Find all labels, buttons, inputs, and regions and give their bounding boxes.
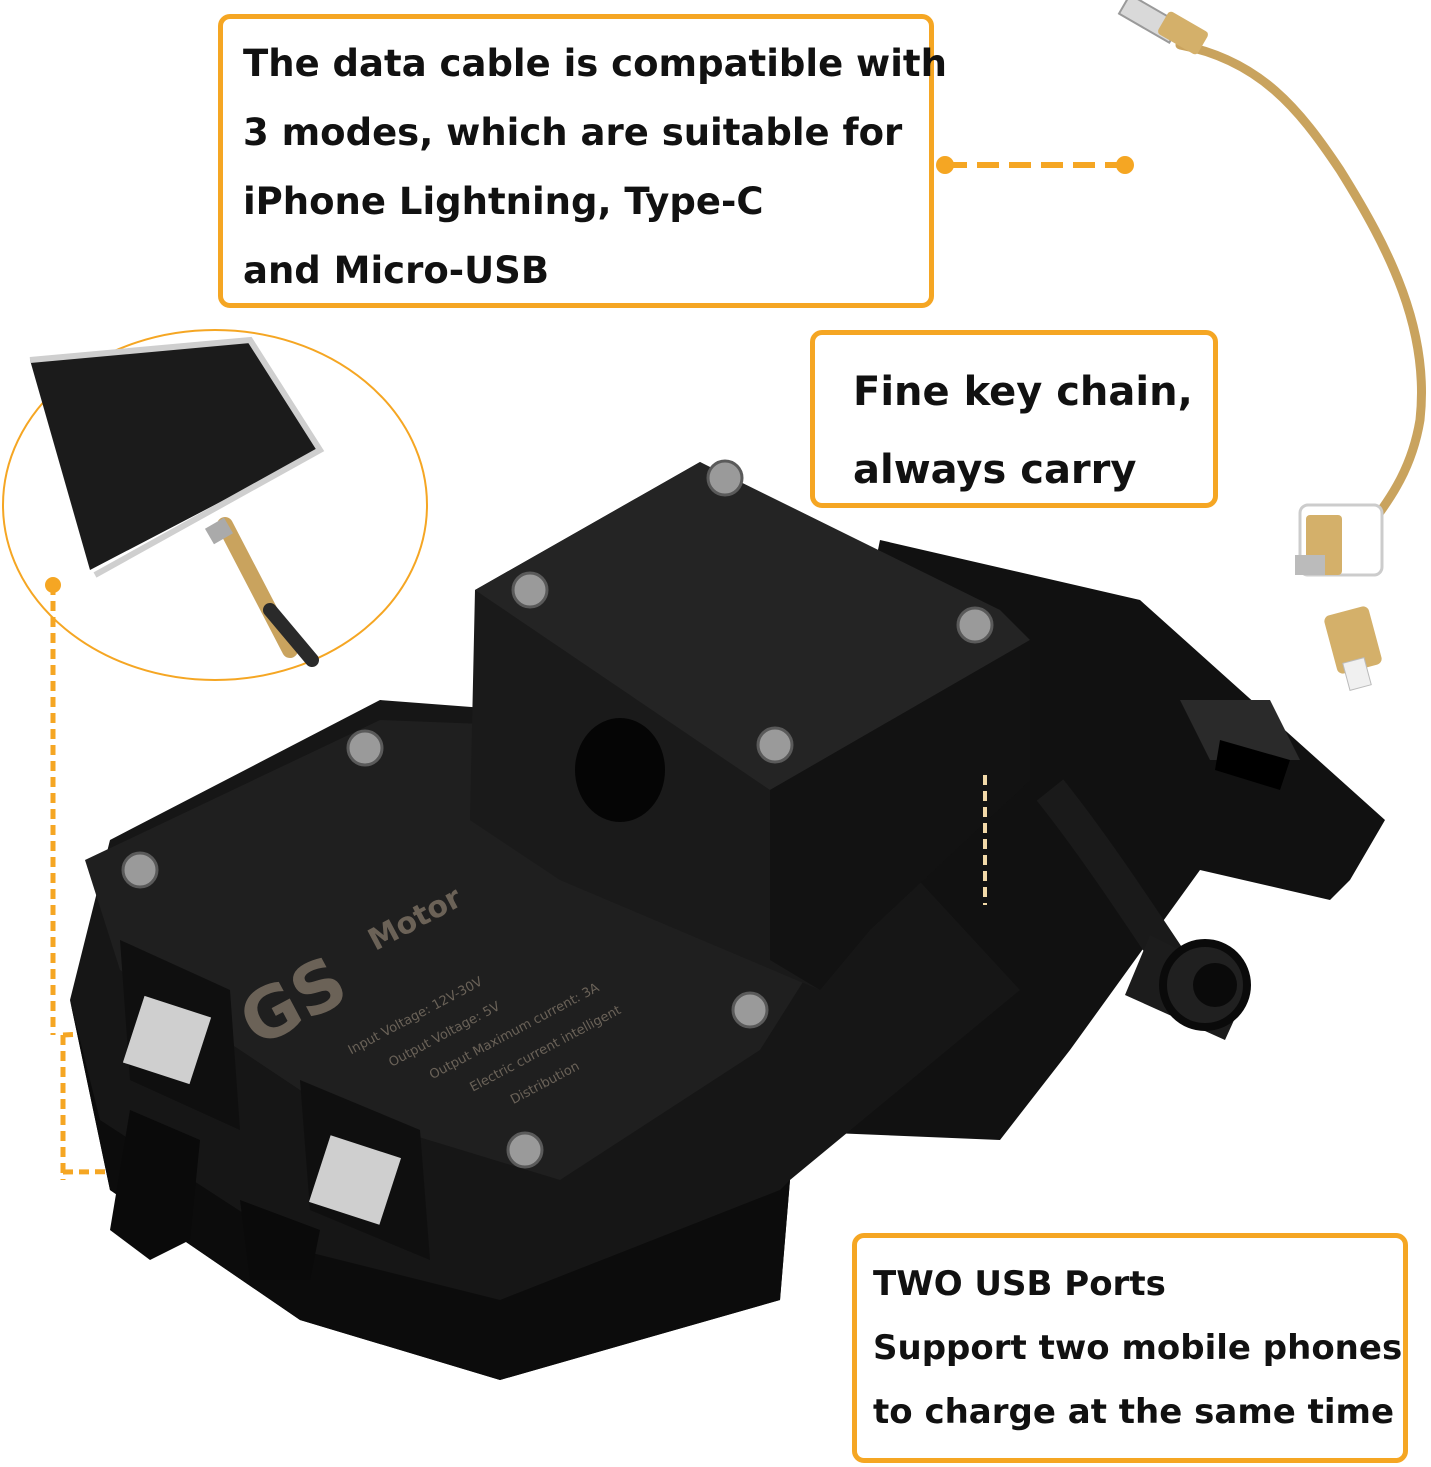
screw-icon-group	[121, 459, 994, 1169]
keychain-callout: Fine key chain, always carry	[810, 330, 1218, 508]
cable-callout-connector	[936, 156, 1134, 174]
callout-line: and Micro-USB	[243, 249, 550, 292]
callout-line: always carry	[853, 447, 1137, 493]
callout-line: Fine key chain,	[853, 369, 1193, 415]
callout-line: The data cable is compatible with	[243, 42, 947, 85]
usb-ports-callout: TWO USB Ports Support two mobile phones …	[852, 1233, 1408, 1463]
callout-line: iPhone Lightning, Type-C	[243, 180, 764, 223]
cable-compatibility-callout: The data cable is compatible with 3 mode…	[218, 14, 947, 308]
callout-line: 3 modes, which are suitable for	[243, 111, 903, 154]
phone-detail-circle	[2, 329, 428, 681]
callout-line: Support two mobile phones	[873, 1328, 1403, 1368]
usb-cable-image	[1117, 0, 1427, 691]
charger-device-image	[70, 459, 1385, 1380]
callout-line: to charge at the same time	[873, 1392, 1395, 1432]
callout-line: TWO USB Ports	[873, 1264, 1166, 1304]
